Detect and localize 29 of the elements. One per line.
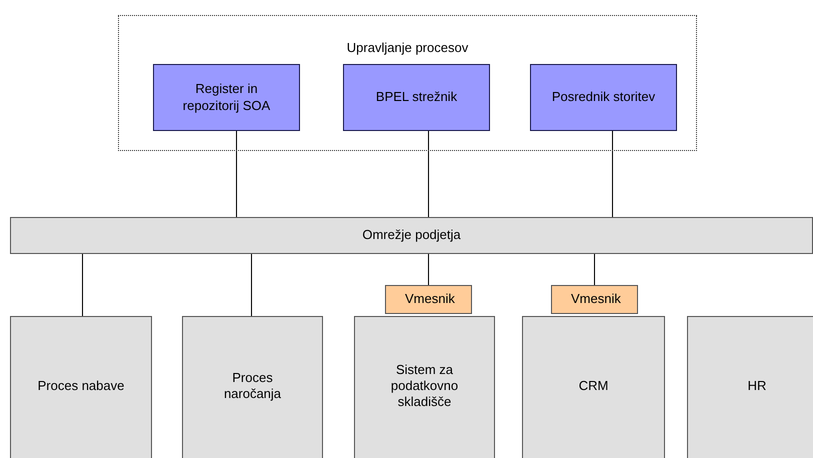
connector-line — [612, 130, 613, 218]
service-box — [530, 64, 677, 131]
system-box — [182, 316, 323, 458]
box-label: Sistem za podatkovno skladišče — [390, 362, 460, 410]
box-label: CRM — [578, 378, 608, 394]
system-box — [687, 316, 813, 458]
box-label: Posrednik storitev — [552, 89, 656, 106]
connector-line — [428, 254, 429, 286]
connector-line — [251, 254, 252, 316]
network-bar — [10, 217, 813, 254]
box-label: HR — [748, 378, 766, 394]
adapter-box — [551, 285, 638, 314]
system-box — [522, 316, 665, 458]
box-label: Register in repozitorij SOA — [182, 81, 272, 114]
connector-line — [236, 130, 237, 218]
system-box — [10, 316, 152, 458]
connector-line — [428, 130, 429, 218]
box-label: Proces nabave — [38, 378, 124, 394]
system-box — [354, 316, 495, 458]
process-management-group — [118, 15, 697, 151]
box-label: Proces naročanja — [222, 370, 282, 402]
service-box — [153, 64, 300, 131]
box-label: Omrežje podjetja — [362, 227, 461, 244]
adapter-box — [385, 285, 472, 314]
connector-line — [594, 254, 595, 286]
box-label: BPEL strežnik — [376, 89, 458, 106]
connector-line — [82, 254, 83, 316]
service-box — [343, 64, 490, 131]
group-heading: Upravljanje procesov — [346, 40, 468, 56]
